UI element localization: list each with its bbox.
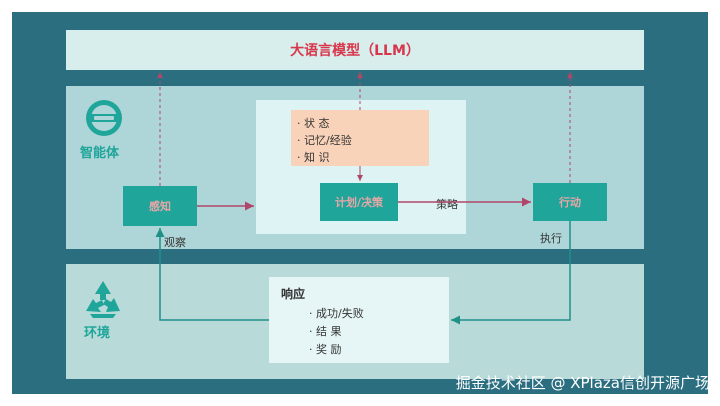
response-item-reward: · 奖 励 xyxy=(309,343,342,356)
response-title: 响应 xyxy=(281,287,306,301)
memory-item-knowledge: · 知 识 xyxy=(297,151,330,164)
memory-item-state: · 状 态 xyxy=(297,117,330,130)
llm-band: 大语言模型（LLM） xyxy=(66,30,644,70)
robot-head-icon xyxy=(86,100,122,136)
agent-label: 智能体 xyxy=(80,146,120,161)
observe-label: 观察 xyxy=(164,236,186,249)
llm-title: 大语言模型（LLM） xyxy=(290,43,420,59)
environment-label: 环境 xyxy=(84,326,111,341)
perception-node: 感知 xyxy=(123,186,197,226)
planning-node: 计划/决策 xyxy=(320,183,398,221)
execute-label: 执行 xyxy=(540,232,562,245)
recycle-icon xyxy=(86,281,120,318)
response-to-perception-arrow xyxy=(155,228,269,321)
memory-box: · 状 态 · 记忆/经验 · 知 识 xyxy=(291,110,429,166)
response-box: 响应 · 成功/失败 · 结 果 · 奖 励 xyxy=(269,277,449,363)
response-item-success: · 成功/失败 xyxy=(309,307,364,320)
response-item-result: · 结 果 xyxy=(309,325,342,338)
action-to-response-arrow xyxy=(451,221,571,325)
memory-item-experience: · 记忆/经验 xyxy=(297,134,352,147)
action-node: 行动 xyxy=(533,183,607,221)
watermark-text: 掘金技术社区 @ XPlaza信创开源广场 xyxy=(455,374,710,392)
